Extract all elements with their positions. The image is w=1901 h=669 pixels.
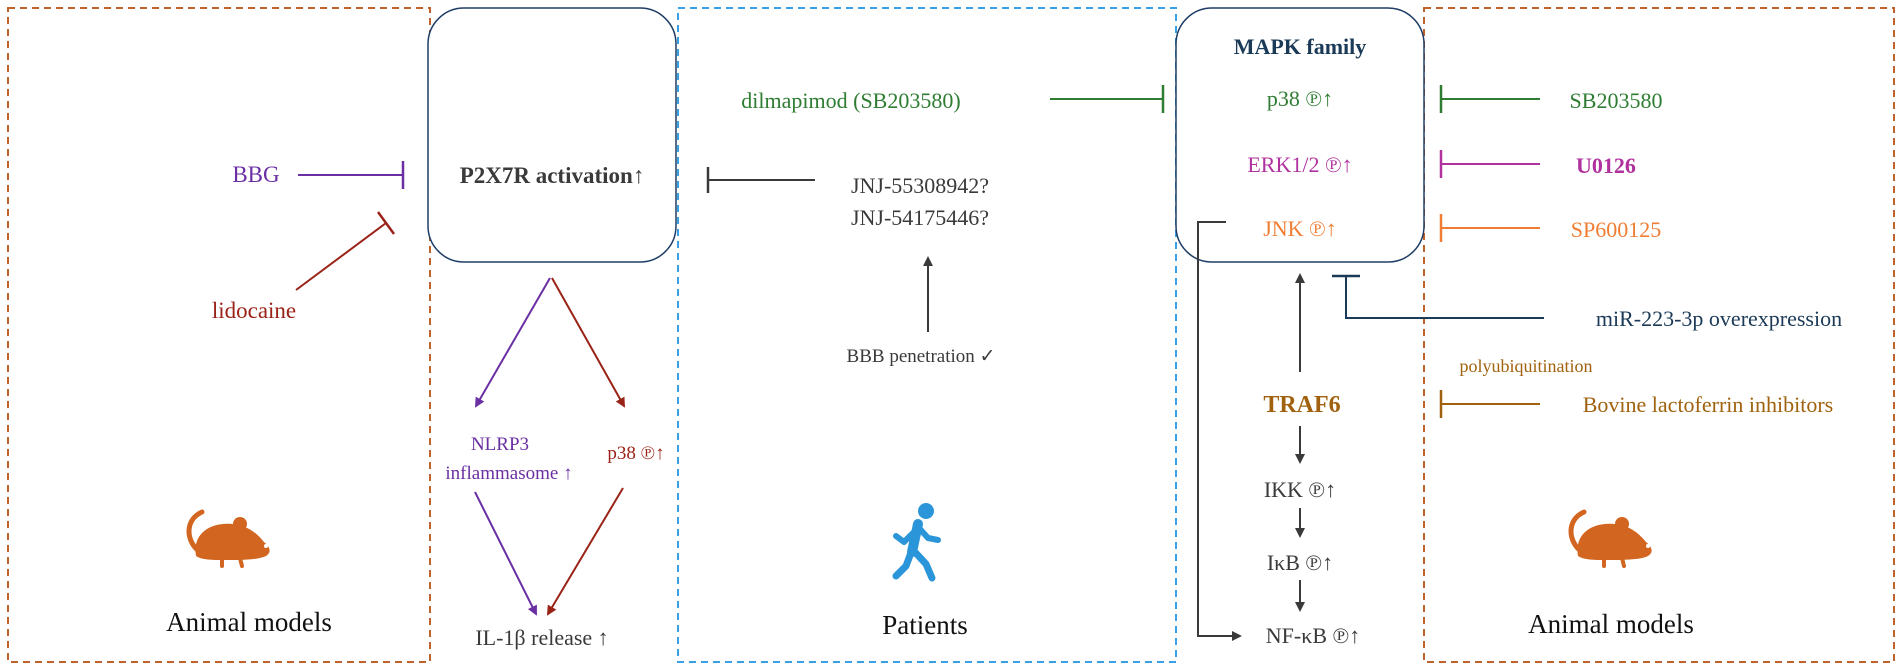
mir-label: miR-223-3p overexpression [1596,306,1842,331]
sb203580-label: SB203580 [1570,88,1663,113]
bovine-label: Bovine lactoferrin inhibitors [1583,392,1834,417]
lidocaine-inhibition-line [295,222,387,291]
walking-person-icon [892,503,941,582]
arrow-to-nlrp3 [474,277,551,408]
right-animal-panel [1423,7,1895,663]
arrow-to-p38-left [551,277,625,408]
mapk-p38: p38 ℗↑ [1267,86,1333,111]
mir-inhibition-line [1345,276,1544,319]
jnj2-label: JNJ-54175446? [851,205,989,230]
arrow-nlrp3-to-il1b [474,491,537,616]
mouse-icon [1568,509,1652,568]
p2x7r-label: P2X7R activation↑ [460,163,645,188]
right-animal-caption: Animal models [1528,609,1694,639]
il1b-label: IL-1β release ↑ [475,625,608,650]
bbb-label: BBB penetration ✓ [847,346,996,367]
arrow-p38-to-il1b [546,487,624,616]
patients-caption: Patients [882,610,968,640]
bbg-label: BBG [232,162,279,187]
traf6-label: TRAF6 [1263,392,1340,418]
nlrp3-label-line1: NLRP3 [471,434,529,455]
nfkb-label: NF-κB ℗↑ [1266,623,1360,648]
polyubiquitination-label: polyubiquitination [1460,356,1593,376]
mapk-title: MAPK family [1234,34,1367,59]
sp600125-label: SP600125 [1571,217,1661,242]
u0126-label: U0126 [1576,153,1636,178]
jnj1-label: JNJ-55308942? [851,173,989,198]
lidocaine-label: lidocaine [212,298,296,323]
ikk-label: IKK ℗↑ [1264,477,1336,502]
jnk-to-nfkb-line [1197,221,1242,641]
left-animal-panel [7,7,431,663]
lidocaine-inhibition-bar [376,211,396,235]
mapk-box [1175,7,1425,263]
dilmapimod-label: dilmapimod (SB203580) [741,88,960,113]
ikb-label: IκB ℗↑ [1267,550,1333,575]
nlrp3-label-line2: inflammasome ↑ [445,463,572,484]
mapk-jnk: JNK ℗↑ [1263,216,1337,241]
p2x7r-box [427,7,677,263]
mapk-erk: ERK1/2 ℗↑ [1247,152,1352,177]
p38-left-label: p38 ℗↑ [607,443,664,464]
mouse-icon [186,509,270,568]
left-animal-caption: Animal models [166,607,332,637]
